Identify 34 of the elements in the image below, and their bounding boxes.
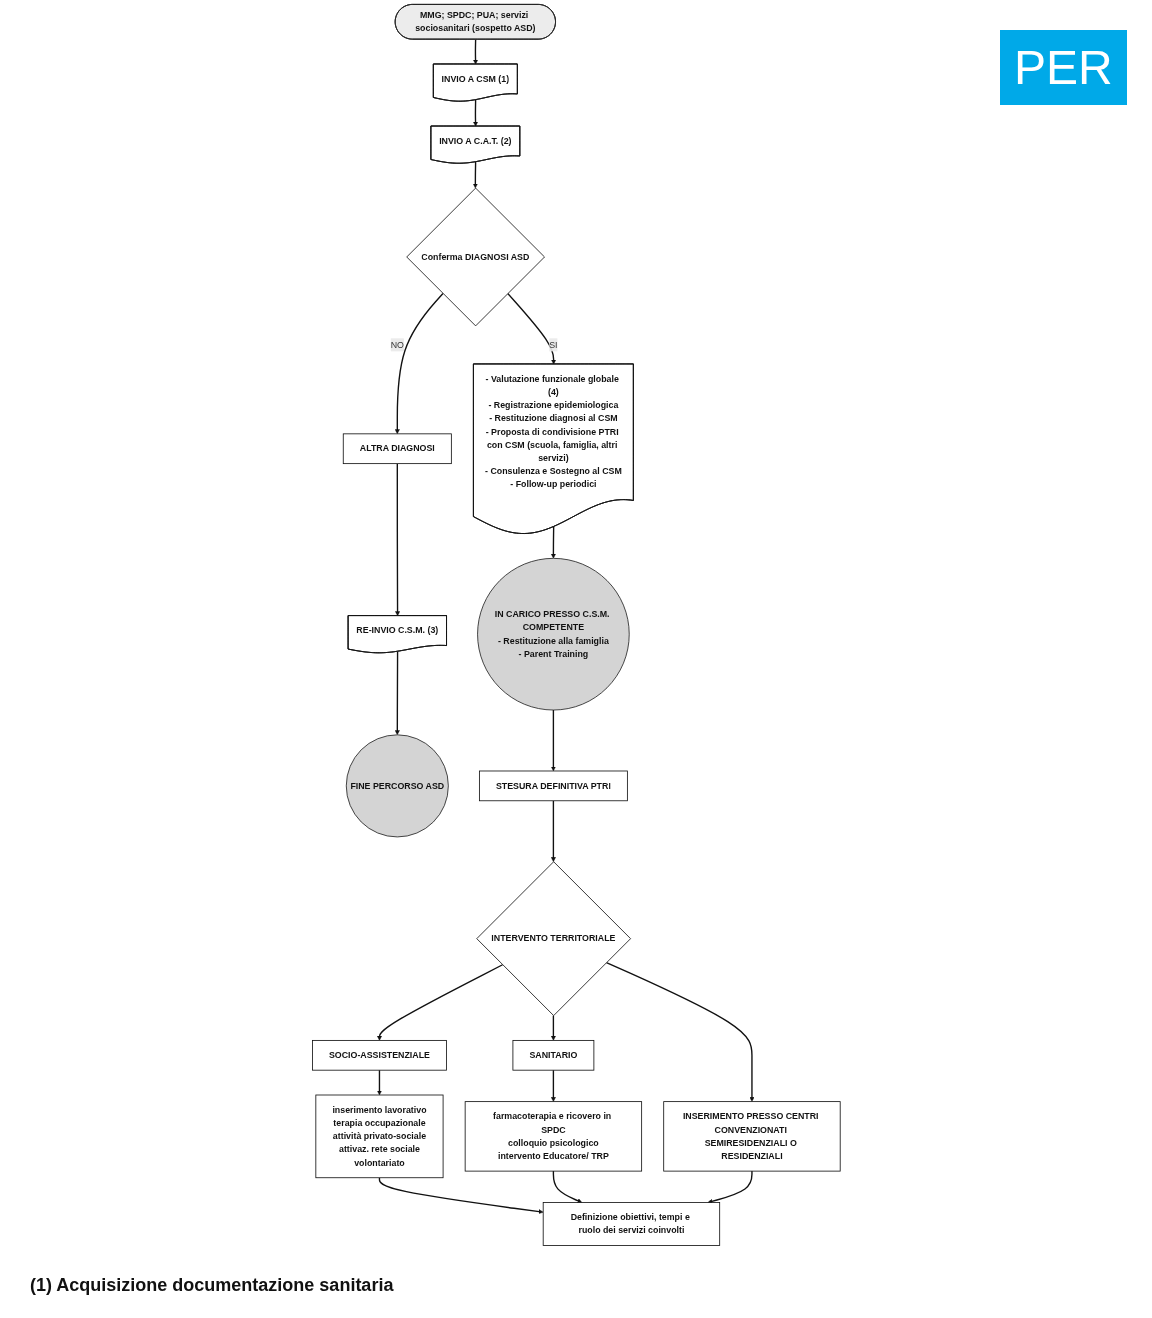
arrow (394, 292, 444, 435)
node-box: SOCIO-ASSISTENZIALE (311, 1040, 447, 1071)
node-box: farmacoterapia e ricovero in SPDC colloquio psicologico intervento Educatore/ TRP (464, 1101, 642, 1172)
arrow (472, 38, 478, 65)
node-diamond: INTERVENTO TERRITORIALE (476, 861, 631, 1016)
edge-label: NO (390, 339, 404, 350)
footnote: (1) Acquisizione documentazione sanitaria (30, 1275, 394, 1296)
node-box: STESURA DEFINITIVA PTRI (478, 770, 628, 802)
arrow (394, 462, 400, 617)
arrow (550, 526, 556, 559)
arrow (506, 292, 556, 365)
node-box: SANITARIO (512, 1040, 594, 1071)
arrow (472, 99, 478, 127)
arrow (472, 161, 478, 189)
node-box: inserimento lavorativo terapia occupazionale attività privato-sociale attivaz. rete sociale volontariato (315, 1094, 444, 1179)
arrow (376, 964, 503, 1041)
arrow (394, 650, 400, 736)
node-diamond: Conferma DIAGNOSI ASD (406, 187, 545, 327)
arrow (550, 709, 556, 772)
arrow (550, 1014, 556, 1041)
node-circle: FINE PERCORSO ASD (345, 734, 449, 838)
arrow (552, 1170, 582, 1204)
arrow (550, 1069, 556, 1102)
arrow (605, 961, 755, 1102)
node-circle: IN CARICO PRESSO C.S.M. COMPETENTE - Restituzione alla famiglia - Parent Training (476, 557, 630, 711)
arrow (550, 800, 556, 862)
arrow (378, 1177, 544, 1214)
arrow (376, 1069, 382, 1096)
node-box: INSERIMENTO PRESSO CENTRI CONVENZIONATI SEMIRESIDENZIALI O RESIDENZIALI (662, 1101, 841, 1172)
title-banner: PER (1000, 30, 1127, 105)
arrow (707, 1170, 753, 1204)
node-box: ALTRA DIAGNOSI (342, 433, 452, 465)
node-box: Definizione obiettivi, tempi e ruolo dei servizi coinvolti (542, 1202, 720, 1246)
edge-label: SI (548, 339, 558, 350)
